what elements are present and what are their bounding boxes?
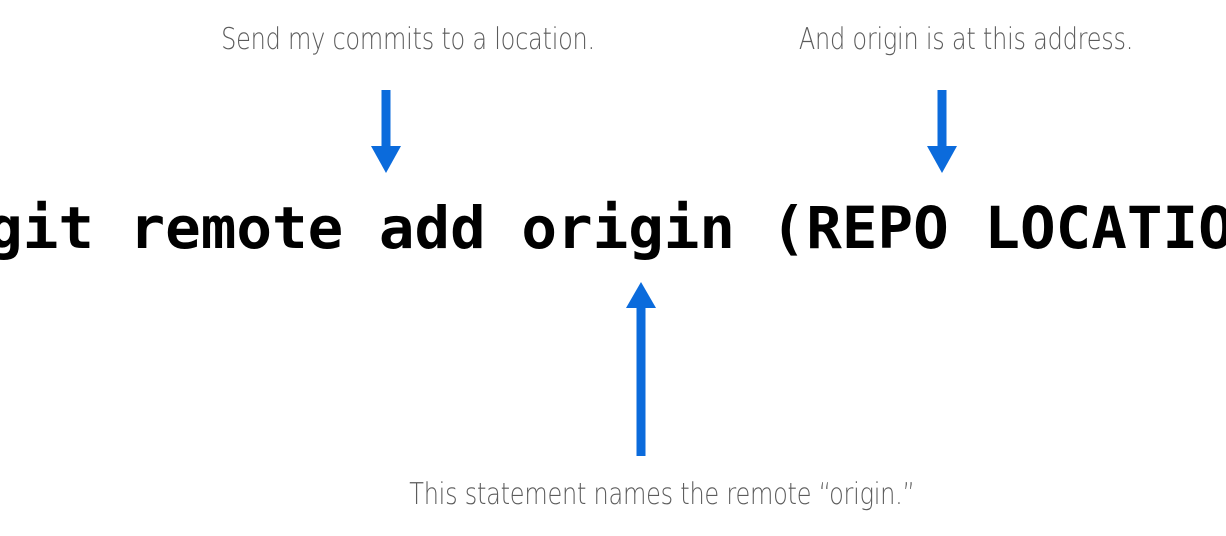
arrow-down-icon-origin-address [927, 90, 957, 173]
annotation-label-send-commits: Send my commits to a location. [174, 22, 641, 57]
arrow-down-icon-send-commits [371, 90, 401, 173]
git-command-text: git remote add origin (REPO LOCATION) [0, 192, 1226, 264]
annotation-label-origin-address-text: And origin is at this address. [798, 22, 1134, 57]
annotation-label-names-remote-text: This statement names the remote “origin.… [409, 477, 915, 512]
annotation-label-send-commits-text: Send my commits to a location. [221, 22, 595, 57]
annotation-label-origin-address: And origin is at this address. [757, 22, 1175, 57]
arrow-up-icon-names-remote [626, 282, 656, 456]
git-command-text-value: git remote add origin (REPO LOCATION) [0, 194, 1226, 262]
annotation-label-names-remote: This statement names the remote “origin.… [346, 477, 978, 512]
